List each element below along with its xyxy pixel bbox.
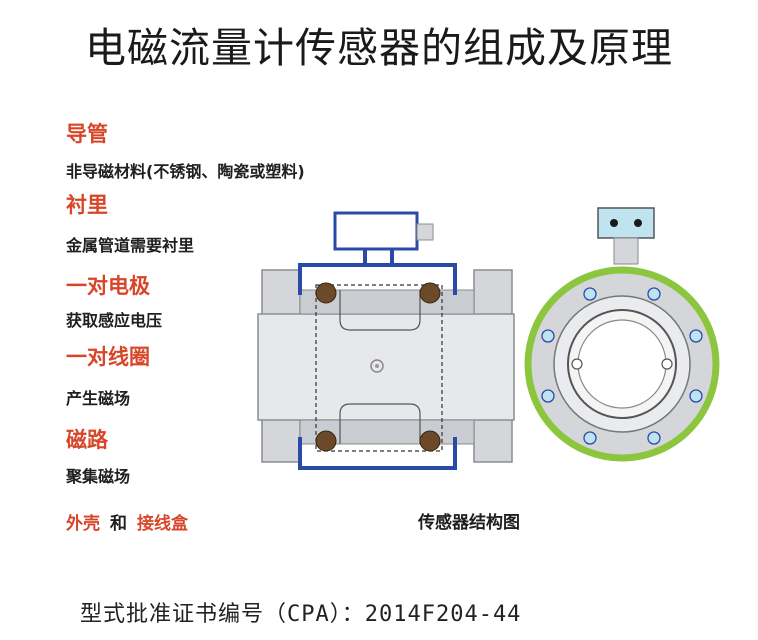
junction-box: [333, 211, 419, 251]
diagram-caption: 传感器结构图: [418, 513, 520, 533]
bolt-hole: [541, 389, 555, 403]
upper-coil: [339, 290, 421, 331]
coil-frame-bottom: [298, 437, 457, 470]
component-name-conduit: 导管: [66, 122, 108, 146]
component-desc-coils: 产生磁场: [66, 389, 131, 408]
front-junction-box: [597, 207, 655, 239]
pipe-bore: [577, 319, 667, 409]
housing-conjunction: 和: [110, 514, 127, 534]
front-neck: [613, 237, 639, 265]
bolt-hole: [689, 329, 703, 343]
housing-label: 外壳和接线盒: [66, 509, 188, 534]
component-desc-magnetic-circuit: 聚集磁场: [66, 467, 131, 486]
electrode-top-left: [315, 282, 337, 304]
front-view: [524, 207, 720, 462]
component-desc-conduit: 非导磁材料(不锈钢、陶瓷或塑料): [66, 162, 305, 181]
housing-part-junction-box: 接线盒: [137, 514, 188, 534]
front-terminal-left: [610, 219, 618, 227]
side-view: [257, 211, 515, 470]
coil-frame-top: [298, 263, 457, 295]
housing-part-casing: 外壳: [66, 514, 100, 534]
component-desc-lining: 金属管道需要衬里: [66, 236, 195, 255]
bolt-hole: [583, 431, 597, 445]
bolt-holes: [541, 287, 703, 445]
electrode-bottom-left: [315, 430, 337, 452]
lower-coil: [339, 403, 421, 444]
component-name-lining: 衬里: [66, 193, 108, 217]
bolt-hole: [583, 287, 597, 301]
electrode-top-right: [419, 282, 441, 304]
certificate-number: 型式批准证书编号（CPA）：2014F204-44: [80, 602, 522, 627]
electrode-bottom-right: [419, 430, 441, 452]
front-terminal-right: [634, 219, 642, 227]
page-title: 电磁流量计传感器的组成及原理: [85, 24, 673, 72]
component-desc-electrodes: 获取感应电压: [66, 311, 163, 330]
magnetic-path: [315, 284, 443, 452]
cable-gland: [416, 223, 434, 241]
component-name-magnetic-circuit: 磁路: [66, 428, 108, 452]
component-name-electrodes: 一对电极: [66, 274, 150, 298]
center-electrode-dot: [375, 364, 379, 368]
pipe-body: [257, 313, 515, 421]
bolt-hole: [647, 431, 661, 445]
front-electrode-left: [571, 358, 583, 370]
component-name-coils: 一对线圈: [66, 345, 150, 369]
bolt-hole: [541, 329, 555, 343]
bolt-hole: [689, 389, 703, 403]
bolt-hole: [647, 287, 661, 301]
front-electrode-right: [661, 358, 673, 370]
